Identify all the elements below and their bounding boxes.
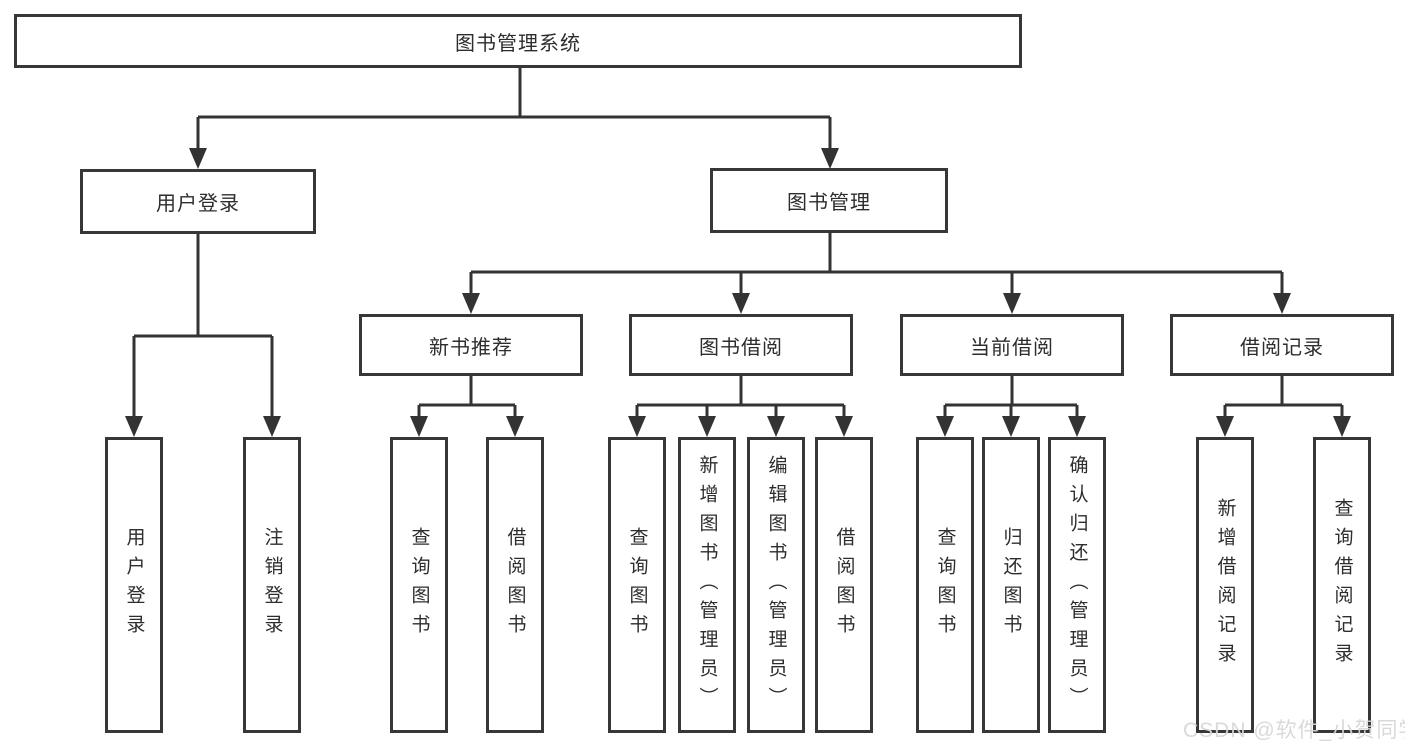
leaf-confirm-return-admin: 确认归还（管理员） [1048,437,1106,733]
node-new-book-recommend: 新书推荐 [359,314,583,376]
leaf-add-book-admin: 新增图书（管理员） [678,437,736,733]
node-book-borrow: 图书借阅 [629,314,853,376]
connector-borrow-records-children [1216,376,1351,437]
node-library-system: 图书管理系统 [14,14,1022,68]
node-user-login: 用户登录 [80,169,316,234]
node-borrow-records: 借阅记录 [1170,314,1394,376]
leaf-query-books-current: 查询图书 [916,437,974,733]
leaf-query-borrow-record: 查询借阅记录 [1313,437,1371,733]
leaf-user-login: 用户登录 [105,437,163,733]
connector-root-to-level1 [189,68,839,169]
connector-book-mgmt-children [462,233,1291,314]
leaf-borrow-books-recommend: 借阅图书 [486,437,544,733]
leaf-borrow-books: 借阅图书 [815,437,873,733]
leaf-query-books-recommend: 查询图书 [390,437,448,733]
leaf-query-books-borrow: 查询图书 [608,437,666,733]
node-book-management: 图书管理 [710,168,948,233]
leaf-edit-book-admin: 编辑图书（管理员） [747,437,805,733]
leaf-logout: 注销登录 [243,437,301,733]
connector-user-login-children [125,234,281,437]
node-current-borrow: 当前借阅 [900,314,1124,376]
connector-current-borrow-children [936,376,1086,437]
leaf-add-borrow-record: 新增借阅记录 [1196,437,1254,733]
connector-book-borrow-children [628,376,853,437]
csdn-watermark: CSDN @软件_小贺同学 [1183,719,1405,742]
connector-new-book-children [410,376,524,437]
leaf-return-book: 归还图书 [982,437,1040,733]
